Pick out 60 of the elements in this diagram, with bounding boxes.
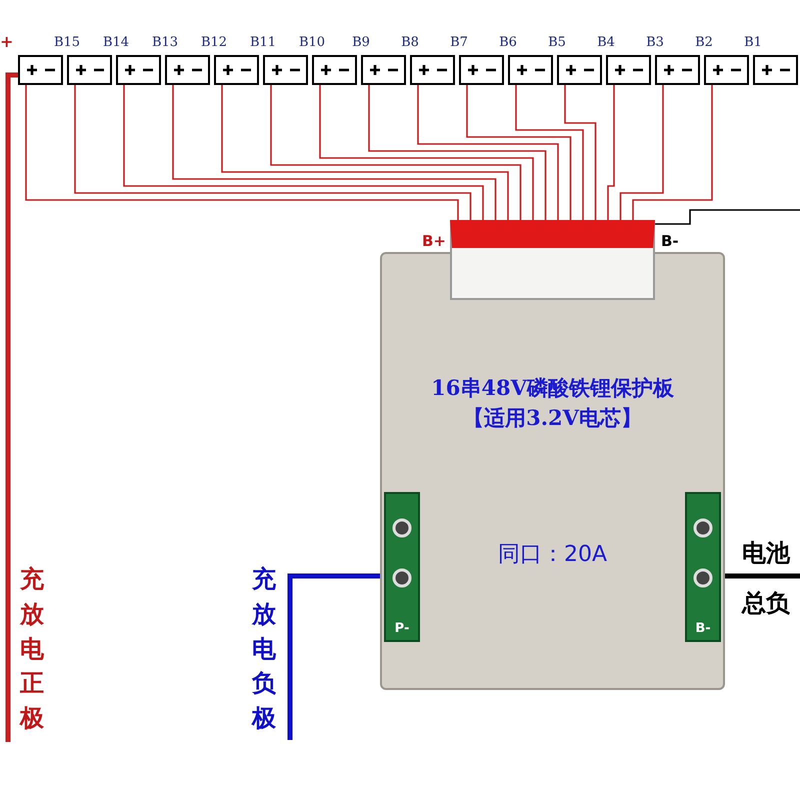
wire bbox=[368, 85, 546, 220]
battery-cell-terminal bbox=[116, 55, 161, 85]
wire bbox=[319, 85, 534, 220]
battery-cell-terminal bbox=[655, 55, 700, 85]
battery-cell-terminal bbox=[606, 55, 651, 85]
cell-label: B13 bbox=[152, 35, 178, 50]
pad-marking: B- bbox=[694, 621, 712, 636]
wire bbox=[270, 85, 522, 220]
circuit-board bbox=[380, 252, 725, 690]
cell-label: B3 bbox=[646, 35, 664, 50]
battery-cell-terminal bbox=[67, 55, 112, 85]
battery-cell-terminal bbox=[165, 55, 210, 85]
battery-cell-terminal bbox=[214, 55, 259, 85]
wire bbox=[607, 85, 615, 220]
cell-label: B4 bbox=[597, 35, 615, 50]
battery-cell-terminal bbox=[263, 55, 308, 85]
wire bbox=[564, 85, 596, 220]
wire bbox=[515, 85, 584, 220]
cell-label: B7 bbox=[450, 35, 468, 50]
cell-label: B14 bbox=[102, 35, 130, 50]
battery-cell-terminal bbox=[459, 55, 504, 85]
lead-label: 充放电正极 bbox=[20, 564, 45, 734]
cell-label: B2 bbox=[695, 35, 713, 50]
cell-label: B6 bbox=[499, 35, 517, 50]
wire bbox=[221, 85, 509, 220]
terminal-label: + bbox=[0, 31, 14, 53]
power-lead bbox=[6, 72, 18, 742]
battery-cell-terminal bbox=[361, 55, 406, 85]
cell-label: B5 bbox=[548, 35, 566, 50]
cell-label: B15 bbox=[54, 35, 80, 50]
solder-pad bbox=[384, 492, 420, 642]
solder-pad bbox=[685, 492, 721, 642]
cell-label: B12 bbox=[200, 35, 228, 50]
battery-cell-terminal bbox=[753, 55, 798, 85]
battery-cell-terminal bbox=[704, 55, 749, 85]
pad-marking: P- bbox=[394, 621, 410, 636]
cell-label: B9 bbox=[352, 35, 370, 50]
battery-cell-terminal bbox=[508, 55, 553, 85]
wire bbox=[632, 85, 713, 220]
wire bbox=[417, 85, 559, 220]
battery-cell-terminal bbox=[410, 55, 455, 85]
board-title: 【适用3.2V电芯】 bbox=[462, 404, 643, 432]
cell-label: B10 bbox=[298, 35, 326, 50]
cell-label: B11 bbox=[250, 35, 276, 50]
wire bbox=[620, 85, 664, 220]
rating-text: 同口：20A bbox=[496, 541, 608, 569]
terminal-label: B+ bbox=[422, 232, 446, 250]
terminal-label: B- bbox=[661, 232, 679, 250]
battery-cell-terminal bbox=[18, 55, 63, 85]
lead-label: 充放电负极 bbox=[252, 564, 277, 734]
wire-connector bbox=[450, 220, 655, 300]
cell-label: B1 bbox=[744, 35, 762, 50]
wire bbox=[655, 209, 800, 225]
wire bbox=[466, 85, 572, 220]
battery-cell-terminal bbox=[312, 55, 357, 85]
board-title: 16串48V磷酸铁锂保护板 bbox=[430, 374, 675, 402]
cell-label: B8 bbox=[401, 35, 419, 50]
lead-label: 电池总负 bbox=[742, 538, 792, 620]
battery-cell-terminal bbox=[557, 55, 602, 85]
wire bbox=[172, 85, 496, 220]
